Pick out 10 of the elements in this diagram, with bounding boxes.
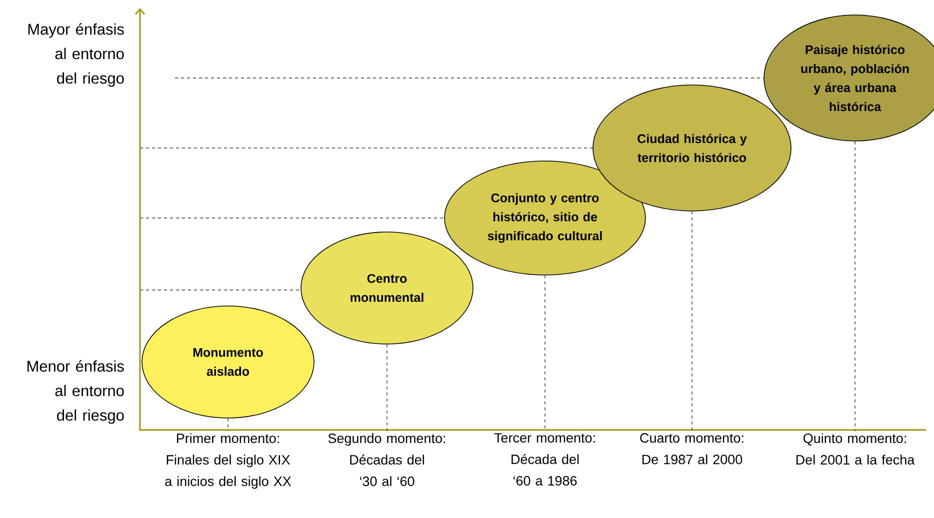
axis-label: Mayor énfasis al entorno del riesgo <box>28 23 124 87</box>
axis-label: Menor énfasis al entorno del riesgo <box>28 360 124 424</box>
period-label: Segundo momento: Décadas del ‘30 al ‘60 <box>328 433 446 486</box>
period-label: Tercer momento: Década del ‘60 a 1986 <box>494 433 595 486</box>
guide-line <box>854 141 856 432</box>
guide-line <box>544 275 546 432</box>
guide-line <box>386 344 388 432</box>
period-label: Quinto momento: Del 2001 a la fecha <box>796 433 915 465</box>
period-label: Primer momento: Finales del siglo XIX a inicios del siglo XX <box>165 433 292 489</box>
period-label: Cuarto momento: De 1987 al 2000 <box>640 433 744 464</box>
